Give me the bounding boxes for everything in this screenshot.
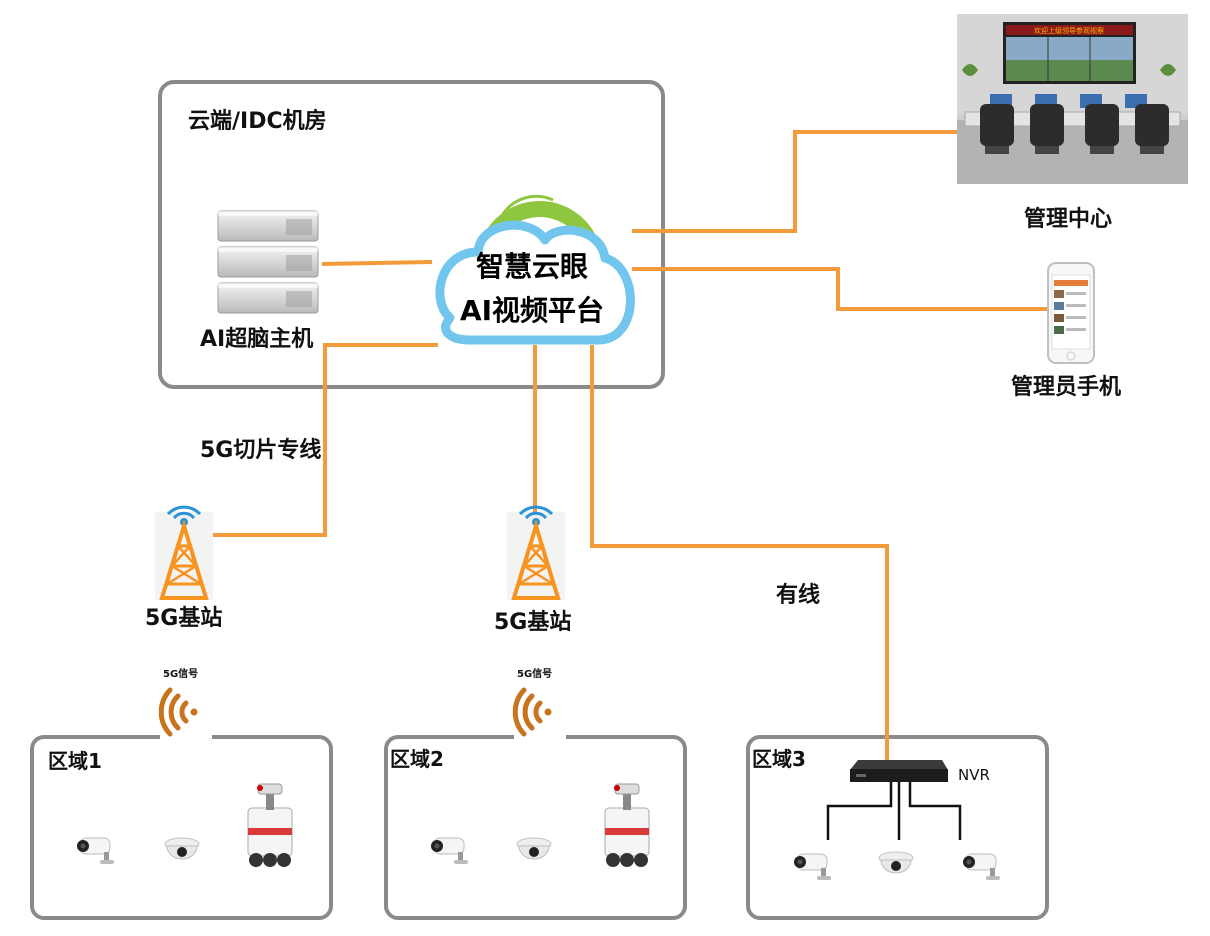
cloud-room-label: 云端/IDC机房	[188, 108, 327, 134]
ai-host-label: AI超脑主机	[200, 326, 313, 352]
platform-title-line2: AI视频平台	[460, 294, 604, 327]
zone-2-dome-camera-icon	[516, 837, 552, 860]
zone-1-dome-camera-icon	[164, 837, 200, 860]
zone-2-bullet-camera-icon	[430, 837, 469, 865]
zone-3-label: 区域3	[752, 747, 806, 771]
link-wired-nvr	[590, 345, 889, 760]
zone-1-patrol-robot-icon	[247, 783, 293, 868]
base-station-1-tower-icon	[155, 505, 213, 600]
ai-host-server-icon	[217, 210, 319, 314]
signal-2-label: 5G信号	[517, 667, 552, 680]
admin-phone-label: 管理员手机	[1011, 374, 1121, 400]
wired-label: 有线	[776, 582, 820, 608]
video-wall-title: 欢迎上级领导参观视察	[1034, 26, 1104, 35]
link-slice-line	[212, 343, 438, 537]
zone-2-patrol-robot-icon	[604, 783, 650, 868]
zone-2-label: 区域2	[390, 747, 444, 771]
zone-1-label: 区域1	[48, 749, 102, 773]
link-platform-mgmt-center	[632, 130, 957, 233]
link-host-platform	[321, 260, 433, 266]
signal-1-wifi-icon	[161, 690, 197, 734]
signal-1-label: 5G信号	[163, 667, 198, 680]
management-center-label: 管理中心	[1024, 206, 1112, 232]
platform-cloud-icon	[435, 194, 635, 345]
zone-3-bullet-camera-1-icon	[793, 853, 832, 881]
nvr-icon	[850, 760, 948, 782]
management-center-room-icon: 欢迎上级领导参观视察	[957, 14, 1188, 184]
admin-phone-icon	[1047, 262, 1095, 364]
zone-3-bullet-camera-2-icon	[962, 853, 1001, 881]
link-platform-admin-phone	[632, 267, 1050, 311]
base-station-2-tower-icon	[507, 505, 565, 600]
platform-title-line1: 智慧云眼	[476, 250, 588, 283]
cloud-room-frame	[158, 80, 665, 389]
base-station-1-label: 5G基站	[145, 606, 222, 631]
zone-3-frame	[746, 735, 1049, 920]
signal-2-wifi-icon	[515, 690, 551, 734]
nvr-label: NVR	[958, 766, 990, 784]
base-station-2-label: 5G基站	[494, 610, 571, 635]
nvr-camera-wiring	[826, 782, 962, 840]
zone-1-bullet-camera-icon	[76, 837, 115, 865]
slice-line-label: 5G切片专线	[200, 437, 321, 463]
zone-3-dome-camera-icon	[878, 851, 914, 874]
